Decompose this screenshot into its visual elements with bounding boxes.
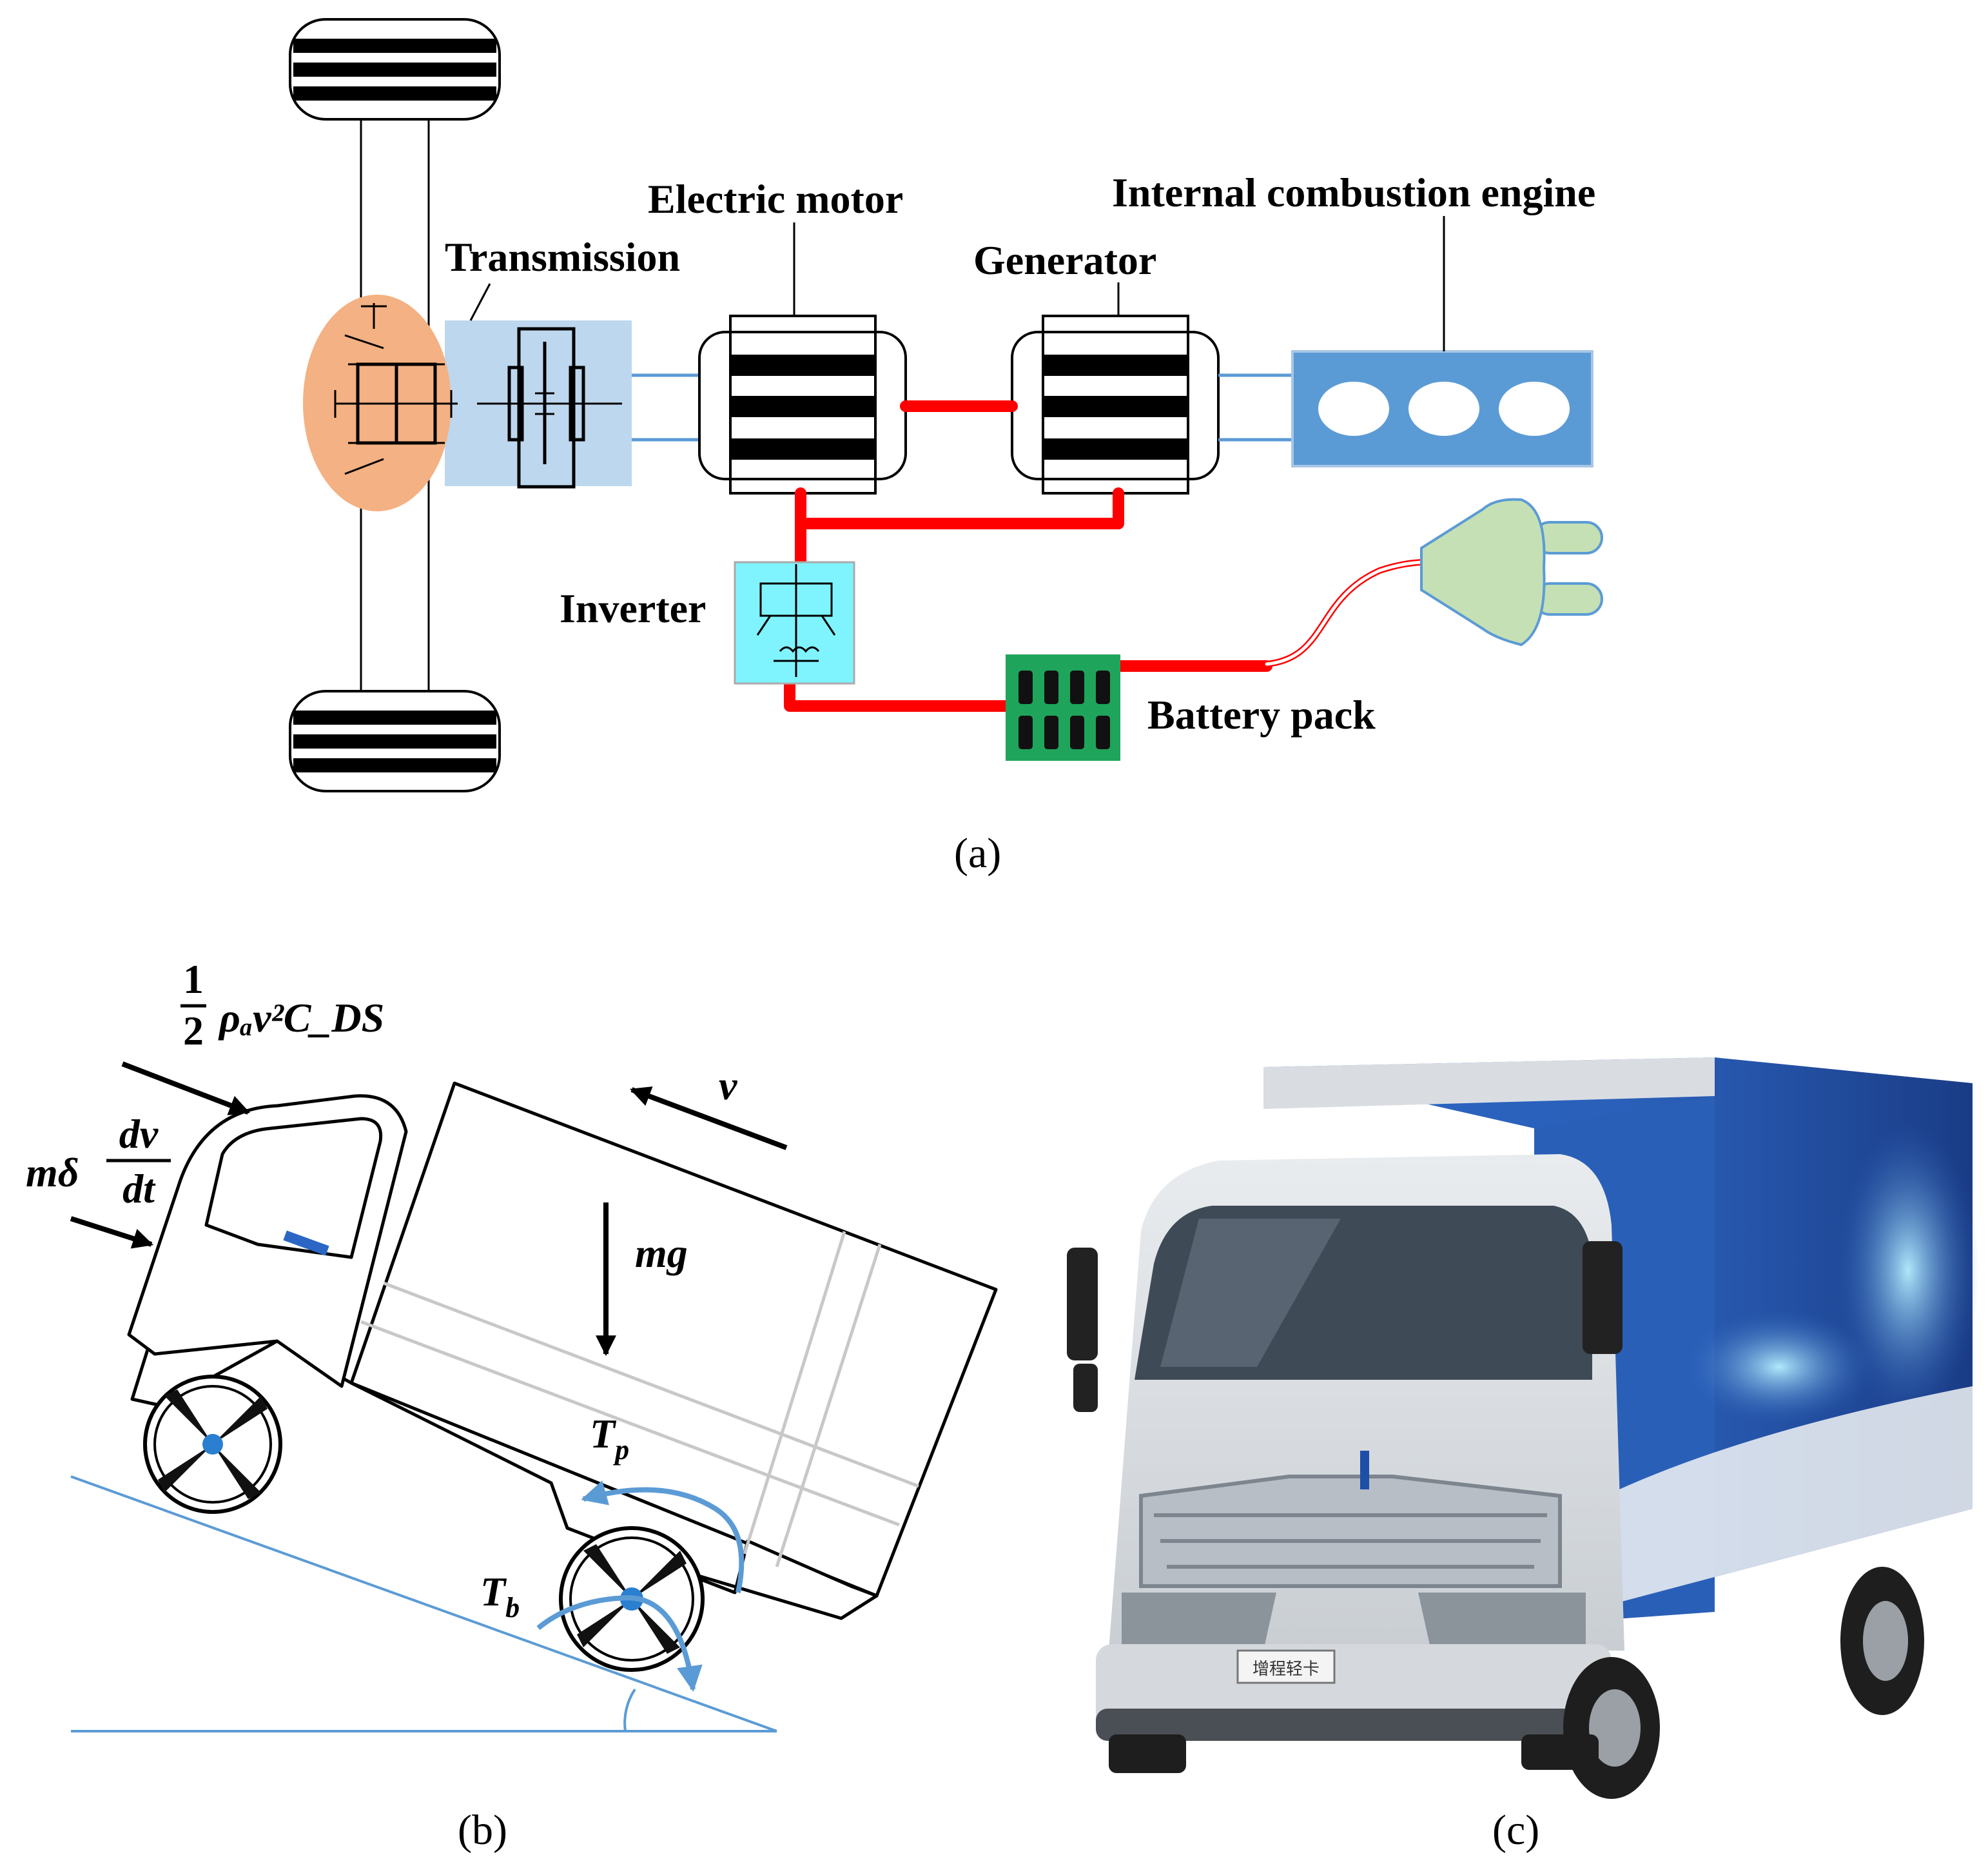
photo-box-glow: [1837, 1122, 1979, 1418]
panel-b-force-diagram: 1 2 ρₐv²C_DS mδ dv dt v mg Tp Tb (b): [26, 956, 998, 1854]
photo-side-mirror-left: [1067, 1248, 1098, 1360]
wheel-bottom: [289, 690, 501, 792]
aero-drag-expression: ρₐv²C_DS: [218, 995, 384, 1041]
charging-plug: [1420, 498, 1603, 647]
caption-c: (c): [1492, 1807, 1539, 1854]
label-electric-motor: Electric motor: [648, 176, 903, 222]
torque-p-arc: [581, 1480, 745, 1593]
battery-pack: [1006, 654, 1120, 761]
aero-fraction-numerator: 1: [183, 956, 204, 1002]
caption-a: (a): [954, 830, 1001, 877]
label-generator: Generator: [973, 237, 1156, 283]
inertia-arrow: [70, 1216, 154, 1249]
cargo-box: [349, 1081, 998, 1598]
internal-combustion-engine: [1218, 216, 1593, 467]
electric-motor: [698, 222, 907, 495]
aero-drag-arrow: [121, 1061, 250, 1115]
velocity-arrow: [630, 1086, 788, 1150]
label-inverter: Inverter: [560, 585, 706, 631]
label-engine: Internal combustion engine: [1112, 170, 1595, 215]
gravity-label: mg: [635, 1230, 688, 1276]
photo-grille: [1139, 1475, 1562, 1588]
cargo-gridlines: [360, 1231, 919, 1567]
power-wiring: [784, 400, 1425, 712]
velocity-label: v: [719, 1063, 737, 1108]
label-transmission: Transmission: [445, 234, 680, 280]
label-battery-pack: Battery pack: [1147, 692, 1376, 738]
inertia-numerator: dv: [119, 1111, 159, 1157]
truck-outline: [127, 1081, 998, 1620]
torque-b-arc: [536, 1594, 703, 1692]
inverter: [734, 561, 855, 685]
road-slope: [70, 1475, 777, 1732]
aero-fraction-denominator: 2: [183, 1008, 204, 1054]
photo-license-plate: [1236, 1649, 1336, 1684]
torque-p-label: Tp: [590, 1411, 629, 1466]
panel-a-powertrain-diagram: Transmission Electric motor Generator In…: [289, 18, 1603, 877]
differential-gears: [334, 303, 458, 475]
photo-side-mirror-right: [1583, 1241, 1623, 1354]
front-wheel: [143, 1375, 282, 1514]
inertia-denominator: dt: [122, 1166, 156, 1212]
torque-b-label: Tb: [480, 1569, 520, 1624]
inertia-prefix: mδ: [26, 1150, 79, 1195]
gearbox-symbol: [477, 327, 622, 489]
panel-c-truck-photo: 增程轻卡 (c): [1067, 1057, 1979, 1854]
photo-license-plate-text: 增程轻卡: [1252, 1660, 1320, 1679]
wheel-top: [289, 18, 501, 121]
generator: [1011, 282, 1220, 495]
caption-b: (b): [458, 1807, 507, 1854]
